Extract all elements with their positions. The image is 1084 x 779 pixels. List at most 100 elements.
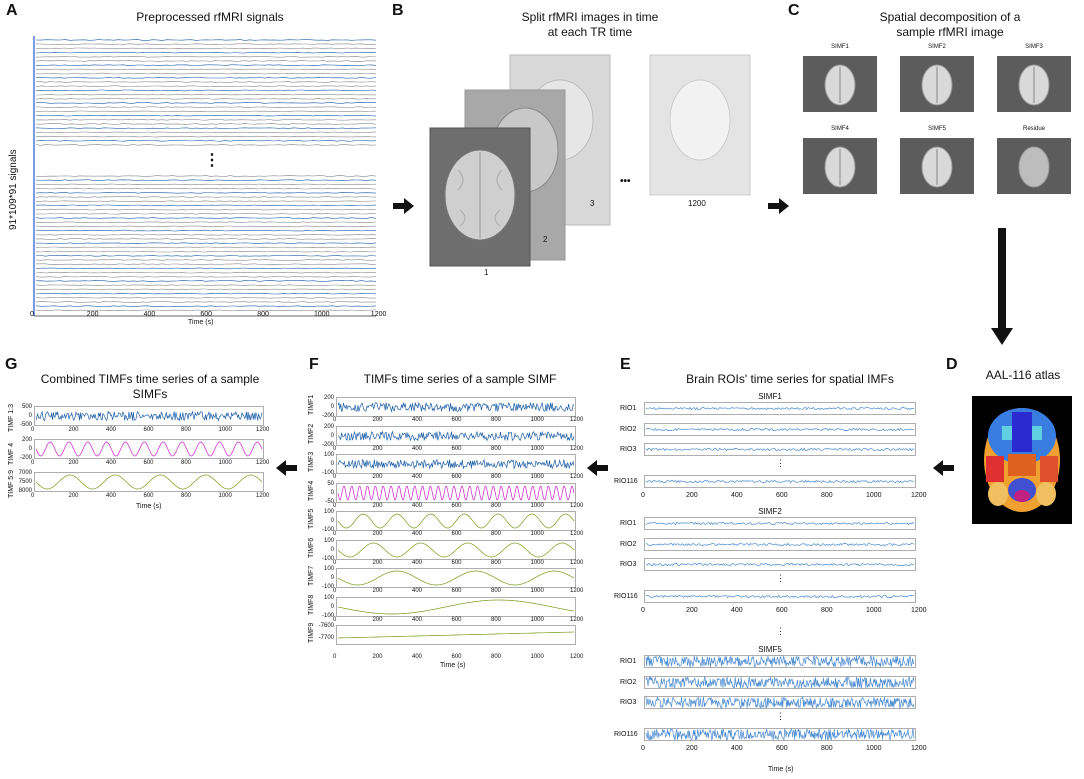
tick-label-e-bottom: 0 [641, 745, 645, 752]
component-label-2: SIMF3 [1025, 44, 1043, 50]
roi-label-0-3: RIO116 [614, 478, 638, 485]
xtick-f: 1200 [570, 417, 584, 423]
timf-label-0: TIMF1 [308, 394, 315, 415]
xtick-f: 0 [333, 445, 337, 452]
ytick-f: -50 [325, 498, 334, 505]
signal-trace [35, 284, 377, 286]
xtick-f: 400 [412, 616, 423, 623]
xtick-f: 600 [451, 616, 462, 623]
signal-trace [35, 51, 377, 54]
tick-label-a: 1200 [370, 311, 387, 318]
ytick-f: 0 [330, 546, 334, 553]
xtick-f-bottom: 600 [451, 654, 462, 660]
signal-trace [35, 204, 377, 207]
roi-trace [644, 517, 916, 530]
signal-trace [36, 102, 376, 104]
xtick-f: 800 [491, 531, 502, 537]
component-label-3: SIMF4 [831, 126, 849, 132]
xtick-f-bottom: 200 [372, 654, 383, 660]
signal-trace [36, 255, 377, 257]
xtick-f: 200 [372, 417, 383, 423]
component-image [803, 56, 877, 112]
component-image [803, 138, 877, 194]
ytick-f: 0 [330, 575, 334, 581]
panel-b-title-line2: at each TR time [547, 25, 633, 39]
timf-label-3: TIMF4 [308, 480, 315, 501]
signal-trace [35, 131, 377, 134]
signal-trace [35, 56, 377, 58]
signal-trace [35, 81, 377, 83]
signal-trace [35, 119, 377, 121]
roi-label-1-0: RIO1 [620, 520, 637, 527]
panel-b-title: Split rfMRI images in time at each TR ti… [480, 10, 700, 40]
roi-trace [644, 538, 916, 551]
timf-trace [336, 596, 576, 617]
component-image [997, 56, 1071, 112]
roi-trace [644, 402, 916, 415]
signal-trace [35, 72, 377, 75]
timf-label-8: TIMF9 [308, 622, 315, 643]
roi-ellipsis-1: ⋮ [776, 573, 785, 583]
signal-trace [35, 271, 377, 274]
tick-label-a: 0 [30, 311, 34, 318]
tick-label-e: 1000 [866, 607, 882, 614]
ytick-f: -100 [321, 555, 334, 562]
xtick-f: 600 [451, 417, 462, 423]
signal-trace [35, 276, 377, 278]
component-image [900, 138, 974, 194]
xtick-g: 400 [106, 460, 117, 466]
roi-ellipsis-2: ⋮ [776, 711, 785, 721]
roi-label-1-3: RIO116 [614, 593, 638, 600]
tick-label-e-bottom: 600 [776, 745, 788, 752]
ytick-f: 200 [323, 395, 334, 401]
signal-trace [35, 68, 377, 71]
signal-trace [35, 85, 377, 87]
signal-trace [35, 179, 377, 181]
tick-label-e: 1000 [866, 492, 882, 499]
xtick-f: 0 [333, 531, 337, 537]
xtick-f: 400 [412, 559, 423, 566]
xtick-f: 600 [451, 559, 462, 566]
signal-trace [35, 60, 377, 62]
signal-trace [35, 309, 377, 312]
xtick-f: 1200 [570, 474, 584, 480]
signal-trace [36, 93, 377, 96]
tick-label-a: 800 [257, 311, 269, 318]
xtick-f: 0 [333, 502, 337, 509]
roi-trace [644, 655, 916, 668]
xtick-g: 0 [31, 427, 35, 433]
timf-label-5: TIMF6 [308, 537, 315, 558]
tick-label-e-bottom: 1200 [911, 745, 927, 752]
xtick-f: 1200 [570, 502, 584, 509]
tick-label-a: 400 [143, 311, 156, 318]
timf-trace [336, 625, 576, 645]
roi-trace [644, 696, 916, 709]
xtick-g: 1000 [218, 427, 232, 433]
ytick-f: 0 [330, 461, 334, 467]
panel-f-title: TIMFs time series of a sample SIMF [363, 372, 557, 386]
panel-a-ellipsis: ⋮ [204, 152, 220, 169]
signal-trace [35, 301, 377, 303]
panel-f-letter: F [309, 356, 319, 373]
panel-a-xlabel: Time (s) [188, 319, 214, 326]
group-label-1: SIMF2 [758, 507, 782, 516]
xtick-g: 1200 [256, 427, 270, 433]
xtick-g: 0 [31, 493, 35, 499]
roi-trace [644, 558, 916, 571]
roi-trace [644, 443, 916, 456]
xtick-f: 0 [333, 616, 337, 623]
ytick-f: -7700 [318, 635, 334, 641]
xtick-f: 1000 [530, 531, 544, 537]
signal-trace [35, 280, 377, 282]
component-image [900, 56, 974, 112]
signal-trace [35, 135, 377, 138]
xtick-f: 400 [412, 531, 423, 537]
component-label-4: SIMF5 [928, 126, 946, 132]
tick-label-e: 200 [686, 492, 698, 499]
xtick-g: 800 [181, 493, 192, 499]
arrow-d-to-e [933, 460, 954, 476]
ytick-f: 100 [323, 509, 334, 515]
signal-trace [35, 89, 377, 92]
xtick-f: 1000 [530, 588, 544, 594]
xtick-f: 200 [372, 616, 383, 623]
